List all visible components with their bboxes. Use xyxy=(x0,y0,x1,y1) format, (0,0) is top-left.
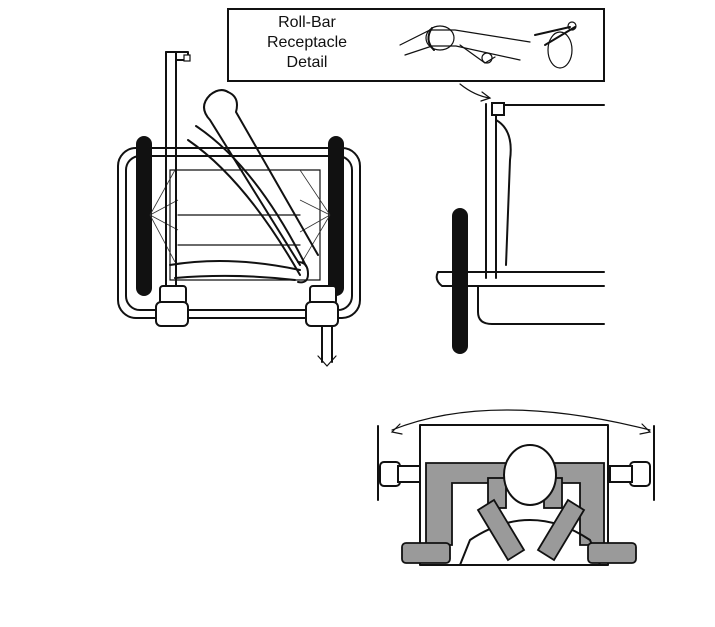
receptacle-detail-illustration xyxy=(399,21,577,69)
callout-box xyxy=(227,8,605,82)
side-frame-rails xyxy=(377,425,655,501)
left-hub-bracket xyxy=(155,285,189,327)
right-hinge xyxy=(609,461,651,487)
left-hinge xyxy=(379,461,421,487)
side-wheel xyxy=(452,208,468,354)
trailer-tub xyxy=(169,169,321,281)
callout-label-line-3: Detail xyxy=(286,54,328,71)
swing-arc xyxy=(391,409,651,431)
child-head xyxy=(503,444,557,506)
roll-bar-post xyxy=(165,51,191,301)
callout-label: Roll-Bar Receptacle Detail xyxy=(232,13,382,73)
callout-label-line-1: Roll-Bar xyxy=(278,14,336,31)
receptacle-detail-callout xyxy=(227,8,605,102)
trailer-side-view xyxy=(435,102,605,354)
trailer-frame xyxy=(117,147,361,319)
side-tub xyxy=(435,271,605,325)
child-harness-view xyxy=(377,409,655,566)
callout-arrow-icon xyxy=(480,91,492,102)
callout-label-line-2: Receptacle xyxy=(266,34,348,51)
child-torso xyxy=(459,519,601,566)
right-hub-bracket xyxy=(305,285,339,327)
side-roll-bar-post xyxy=(485,102,605,279)
right-wheel xyxy=(299,136,344,296)
callout-pointer xyxy=(459,83,491,99)
folded-roll-bar xyxy=(169,89,319,284)
trailer-rear-view xyxy=(117,51,361,367)
chest-straps xyxy=(401,498,637,564)
right-arc-arrow-icon xyxy=(639,423,652,435)
tow-arm xyxy=(317,325,337,367)
left-wheel xyxy=(136,136,179,296)
left-arc-arrow-icon xyxy=(390,423,403,435)
